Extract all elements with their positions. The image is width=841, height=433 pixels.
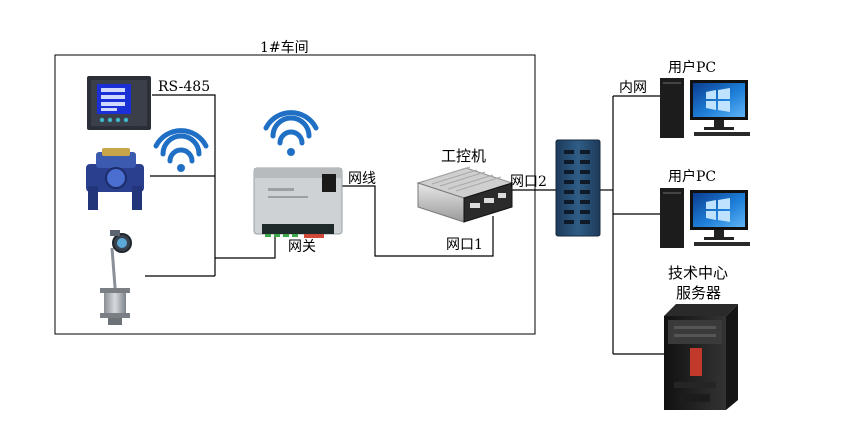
water-meter-icon [86,148,144,210]
power-meter-icon [87,76,151,130]
workshop-title: 1#车间 [260,39,309,56]
rs485-line-power-meter [152,94,216,276]
wifi-icon-gateway [263,110,319,156]
vortex-flowmeter-icon [100,230,132,325]
user-pc-2-icon [660,188,750,248]
workshop-boundary [54,54,536,335]
server-label-line1: 技术中心 [668,264,728,282]
server-label-line2: 服务器 [676,284,721,302]
intranet-label: 内网 [619,80,647,96]
line-to-gateway [215,237,276,259]
tower-server-icon [664,304,738,410]
user-pc-1-icon [660,78,750,138]
network-switch-icon [555,139,601,237]
port2-label: 网口2 [510,174,547,190]
connection-lines [145,94,664,355]
industrial-pc-icon [416,166,514,223]
gateway-label: 网关 [288,239,316,255]
user-pc-2-label: 用户PC [668,168,716,185]
ipc-label: 工控机 [441,147,486,165]
wifi-icon-water-meter [153,128,209,172]
rs485-label: RS-485 [158,79,210,95]
port1-label: 网口1 [446,237,483,253]
gateway-device-icon [253,167,343,238]
ethernet-cable-line [340,185,494,257]
cable-label: 网线 [348,171,376,187]
user-pc-1-label: 用户PC [668,59,716,76]
